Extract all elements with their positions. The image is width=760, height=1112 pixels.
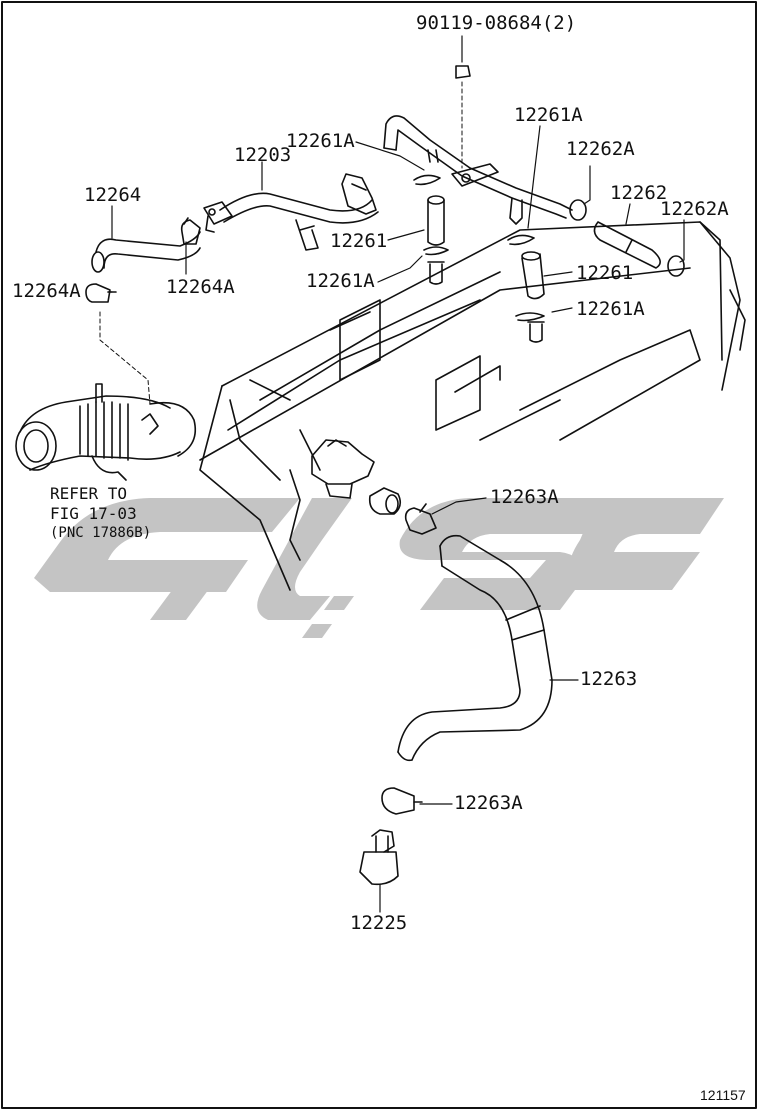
label-12262A-a: 12262A xyxy=(566,138,635,160)
label-12261-right: 12261 xyxy=(576,262,634,284)
figure-number: 121157 xyxy=(700,1087,746,1103)
clamp-12264A-left xyxy=(85,283,117,303)
pipe-bracket xyxy=(451,163,499,187)
label-90119-08684: 90119-08684(2) xyxy=(416,12,577,34)
label-12263A-top: 12263A xyxy=(490,486,559,508)
engine-head xyxy=(199,221,746,591)
hose-12262 xyxy=(593,221,661,269)
watermark-dot-1 xyxy=(280,596,310,610)
watermark-logo xyxy=(34,498,724,638)
hose-12261-right xyxy=(521,251,545,300)
clip-12261A-4 xyxy=(515,312,545,322)
clamp-12262A-b xyxy=(667,255,685,277)
clamp-12264A xyxy=(180,217,201,245)
label-12225: 12225 xyxy=(350,912,408,934)
label-12262: 12262 xyxy=(610,182,668,204)
clamp-12263A-bottom xyxy=(381,787,423,815)
watermark-shape-4 xyxy=(399,498,610,610)
nipple-1 xyxy=(427,261,445,285)
bolt-90119 xyxy=(455,65,471,79)
nipple-2 xyxy=(527,321,545,343)
label-12263A-bottom: 12263A xyxy=(454,792,523,814)
breather-pipe-12203 xyxy=(203,192,379,233)
refer-note-line3: (PNC 17886B) xyxy=(50,525,152,541)
hose-12263 xyxy=(397,534,553,762)
oil-filler-cap xyxy=(311,439,375,499)
clip-12261A-1 xyxy=(413,174,441,186)
label-12261A-right: 12261A xyxy=(514,104,583,126)
breather-pipe-upper xyxy=(383,115,573,225)
label-12264: 12264 xyxy=(84,184,142,206)
label-12203: 12203 xyxy=(234,144,292,166)
leader-lines xyxy=(107,35,685,913)
pcv-grommet xyxy=(368,487,402,515)
hose-12261-left xyxy=(427,195,445,246)
label-12264A: 12264A xyxy=(166,276,235,298)
label-12261A-mid: 12261A xyxy=(306,270,375,292)
label-12261A-low: 12261A xyxy=(576,298,645,320)
watermark-shape-2 xyxy=(150,566,226,620)
watermark-shape-3 xyxy=(257,498,352,620)
clip-12261A-3 xyxy=(507,234,535,246)
hose-12264 xyxy=(91,231,201,273)
label-12264A-left: 12264A xyxy=(12,280,81,302)
label-12263: 12263 xyxy=(580,668,638,690)
watermark-dot-2 xyxy=(324,596,354,610)
pipe-bracket-left xyxy=(341,173,377,215)
clip-12261A-2 xyxy=(423,246,449,256)
watermark-dot-3 xyxy=(302,624,332,638)
label-12261A-top: 12261A xyxy=(286,130,355,152)
pcv-valve-12225 xyxy=(359,829,399,886)
label-12262A-b: 12262A xyxy=(660,198,729,220)
label-12261-left: 12261 xyxy=(330,230,388,252)
refer-note-line1: REFER TO xyxy=(50,484,128,503)
leader-dashed-1 xyxy=(99,311,151,405)
pipe-bracket-lower xyxy=(295,219,319,251)
clamp-12263A-top xyxy=(404,503,437,535)
air-intake-hose xyxy=(15,383,197,481)
watermark-shape-1 xyxy=(34,498,300,592)
refer-note-line2: FIG 17-03 xyxy=(50,504,137,523)
clamp-12262A-a xyxy=(569,199,587,221)
watermark-shape-5 xyxy=(568,498,724,590)
